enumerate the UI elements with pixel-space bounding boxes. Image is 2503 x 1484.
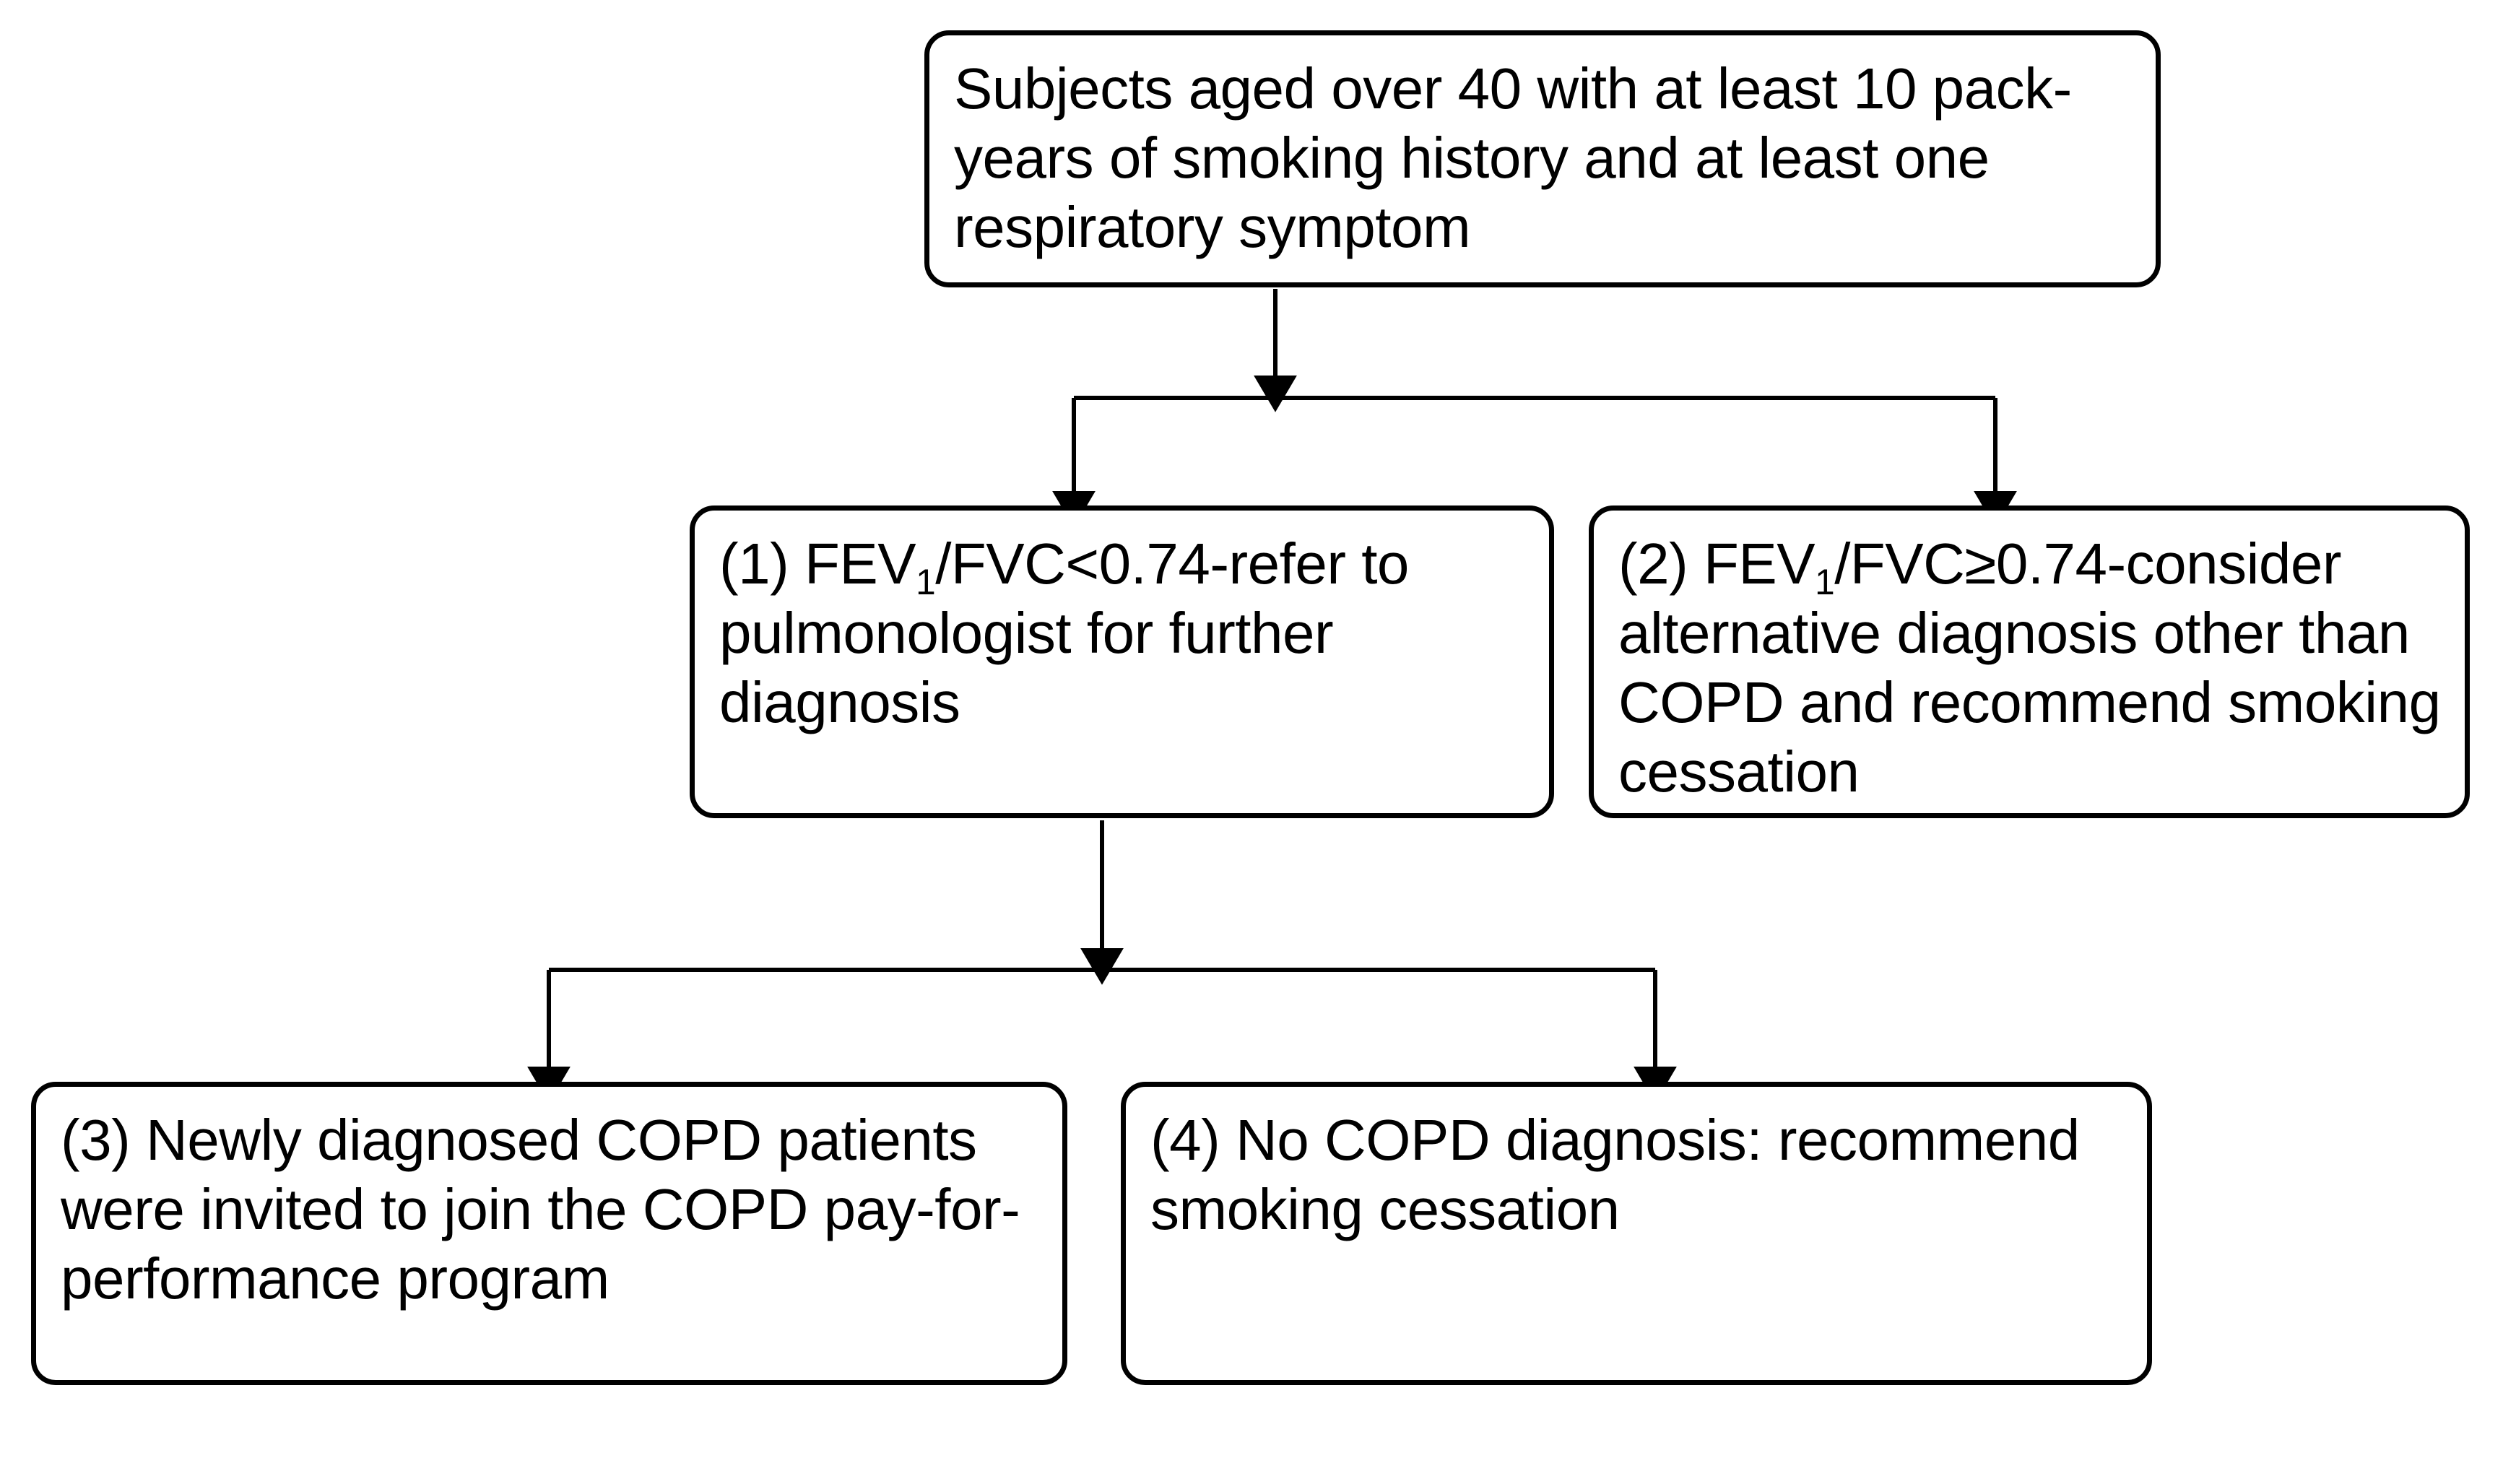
node-outcome-2-alternative-diagnosis[interactable]: (2) FEV1/FVC≥0.74-consider alternative d… [1589,505,2470,818]
node-outcome-1-text: (1) FEV1/FVC<0.74-refer to pulmonologist… [719,529,1527,737]
node-outcome-1-text-post: /FVC<0.74-refer to pulmonologist for fur… [719,531,1409,734]
node-outcome-4-no-copd[interactable]: (4) No COPD diagnosis: recommend smoking… [1121,1082,2152,1385]
node-outcome-1-subscript: 1 [916,561,936,602]
edge-top-to-split [1052,289,2017,528]
node-eligibility-criteria-text: Subjects aged over 40 with at least 10 p… [954,56,2072,259]
node-outcome-4-text: (4) No COPD diagnosis: recommend smoking… [1150,1108,2080,1241]
node-eligibility-criteria[interactable]: Subjects aged over 40 with at least 10 p… [924,30,2161,287]
node-outcome-3-pay-for-performance[interactable]: (3) Newly diagnosed COPD patients were i… [31,1082,1067,1385]
node-outcome-1-text-pre: (1) FEV [719,531,916,596]
node-outcome-2-subscript: 1 [1815,561,1835,602]
node-outcome-2-text: (2) FEV1/FVC≥0.74-consider alternative d… [1618,529,2443,807]
edge-node1-to-split [527,820,1677,1103]
node-outcome-2-text-pre: (2) FEV [1618,531,1816,596]
node-outcome-2-text-post: /FVC≥0.74-consider alternative diagnosis… [1618,531,2441,804]
node-outcome-1-refer[interactable]: (1) FEV1/FVC<0.74-refer to pulmonologist… [690,505,1554,818]
node-outcome-3-text: (3) Newly diagnosed COPD patients were i… [61,1108,1020,1311]
